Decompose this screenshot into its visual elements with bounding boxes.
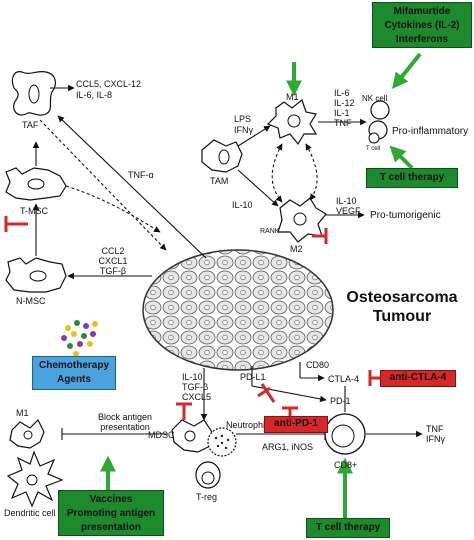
mdsc-nucleus — [184, 430, 196, 442]
mdsc-label: MDSC — [148, 430, 175, 440]
cd8-nucleus — [331, 424, 355, 448]
tam-nucleus — [218, 149, 230, 165]
vaccines-line3: presentation — [80, 522, 141, 533]
t-cell-therapy-top-arrow — [389, 145, 414, 170]
cd8-label: CD8+ — [334, 460, 358, 470]
tnf-alpha-label: TNF-α — [128, 170, 154, 180]
tam-to-m1-arrow — [237, 125, 271, 147]
vaccines-line1: Vaccines — [89, 494, 133, 505]
ifng-label: IFNγ — [234, 125, 253, 135]
rank-label: RANK — [260, 228, 280, 235]
taf-factors-line1: CCL5, CXCL-12 — [76, 79, 142, 89]
chemotherapy-box: Chemotherapy Agents — [32, 356, 116, 390]
cd80-label: CD80 — [306, 360, 330, 370]
m1-out-tnf: TNF — [334, 118, 352, 128]
m2-out-il10: IL-10 — [336, 196, 357, 206]
mifamurtide-line3: Interferons — [395, 34, 449, 45]
mdsc-inhibitor — [176, 402, 192, 420]
t-cell-small-label: T cell — [366, 146, 381, 152]
taf-nucleus — [28, 84, 40, 104]
pro-inflammatory-label: Pro-inflammatory — [392, 126, 469, 137]
anti-ctla4-box: anti-CTLA-4 — [380, 370, 456, 387]
tumour-title-line2: Tumour — [372, 308, 432, 325]
m1-label: M1 — [286, 92, 299, 102]
t-cell-therapy-top-box: T cell therapy — [366, 168, 458, 188]
mdsc-factor-cxcl5: CXCL5 — [182, 392, 212, 402]
neutrophil-granules — [214, 434, 230, 450]
t-msc-nucleus — [27, 178, 45, 190]
mdsc-factor-il10: IL-10 — [182, 372, 203, 382]
m1-out-il6: IL-6 — [334, 88, 350, 98]
mifamurtide-arrow — [392, 52, 422, 89]
t-reg-label: T-reg — [196, 492, 218, 502]
m2-out-vegf: VEGF — [336, 206, 361, 216]
ifng-out-label: IFNγ — [426, 434, 445, 444]
t-msc-to-tumour-dashed — [65, 185, 161, 233]
tumour-to-taf-arrow — [57, 115, 207, 259]
m1-bottom-label: M1 — [16, 408, 29, 418]
il10-m2-label: IL-10 — [232, 200, 253, 210]
neutrophil-label: Neutrophil — [226, 420, 268, 430]
tumour-mass — [142, 249, 334, 371]
lps-label: LPS — [234, 114, 252, 124]
m2-label: M2 — [290, 244, 303, 254]
block-antigen-line1: Block antigen — [97, 412, 153, 422]
ctla4-label: CTLA-4 — [328, 374, 360, 384]
n-msc-label: N-MSC — [16, 296, 46, 306]
mifamurtide-box: Mifamurtide Cytokines (IL-2) Interferons — [372, 2, 472, 48]
m1-nucleus — [287, 114, 301, 128]
nk-cell — [370, 100, 390, 120]
taf-factors-line2: IL-6, IL-8 — [76, 90, 113, 100]
mifamurtide-line1: Mifamurtide — [393, 6, 451, 17]
chemotherapy-line1: Chemotherapy — [38, 360, 109, 371]
m1-out-il12: IL-12 — [334, 98, 355, 108]
mifamurtide-line2: Cytokines (IL-2) — [384, 20, 460, 31]
block-antigen-line2: presentation — [100, 422, 150, 432]
msc-recruit-line3: TGF-β — [99, 266, 127, 276]
m1-bottom-nucleus — [23, 430, 33, 440]
pd1-label: PD-1 — [330, 396, 351, 406]
n-msc-nucleus — [29, 270, 47, 282]
pd-l1-label: PD-L1 — [240, 372, 266, 382]
pro-tumorigenic-label: Pro-tumorigenic — [370, 210, 441, 221]
pd1-inhibitor — [282, 406, 298, 416]
mdsc-factor-tgfb: TGF-β — [182, 382, 209, 392]
m1-m2-dashed-left — [271, 143, 283, 203]
m2-nucleus — [293, 212, 307, 226]
arg1-inos-label: ARG1, iNOS — [262, 442, 314, 452]
tnf-out-label: TNF — [426, 424, 444, 434]
vaccines-line2: Promoting antigen — [66, 508, 156, 519]
taf-label: TAF — [22, 120, 39, 130]
tam-to-m2-arrow — [237, 169, 279, 207]
dendritic-nucleus — [26, 474, 38, 486]
m1-out-il1: IL-1 — [334, 108, 350, 118]
anti-pd1-box: anti-PD-1 — [264, 416, 328, 433]
msc-inhibitor — [4, 216, 28, 232]
nk-cell-label: NK cell — [362, 94, 388, 103]
m2-inhibitor — [312, 228, 328, 244]
msc-recruit-line1: CCL2 — [101, 246, 125, 256]
tumour-title-line1: Osteosarcoma — [346, 289, 458, 306]
t-msc-label: T-MSC — [20, 206, 48, 216]
tam-label: TAM — [210, 176, 229, 186]
m1-m2-dashed-right — [305, 143, 318, 201]
t-reg-nucleus — [201, 471, 215, 485]
pdl1-inhibitor — [257, 383, 276, 403]
t-cell-small — [368, 132, 380, 144]
t-cell-therapy-bottom-box: T cell therapy — [306, 518, 390, 538]
chemotherapy-line2: Agents — [57, 374, 91, 385]
dendritic-cell-label: Dendritic cell — [4, 508, 56, 518]
vaccines-box: Vaccines Promoting antigen presentation — [58, 490, 164, 536]
taf-to-tumour-dashed — [39, 119, 167, 251]
msc-recruit-line2: CXCL1 — [98, 256, 128, 266]
chemotherapy-particles — [61, 320, 98, 357]
